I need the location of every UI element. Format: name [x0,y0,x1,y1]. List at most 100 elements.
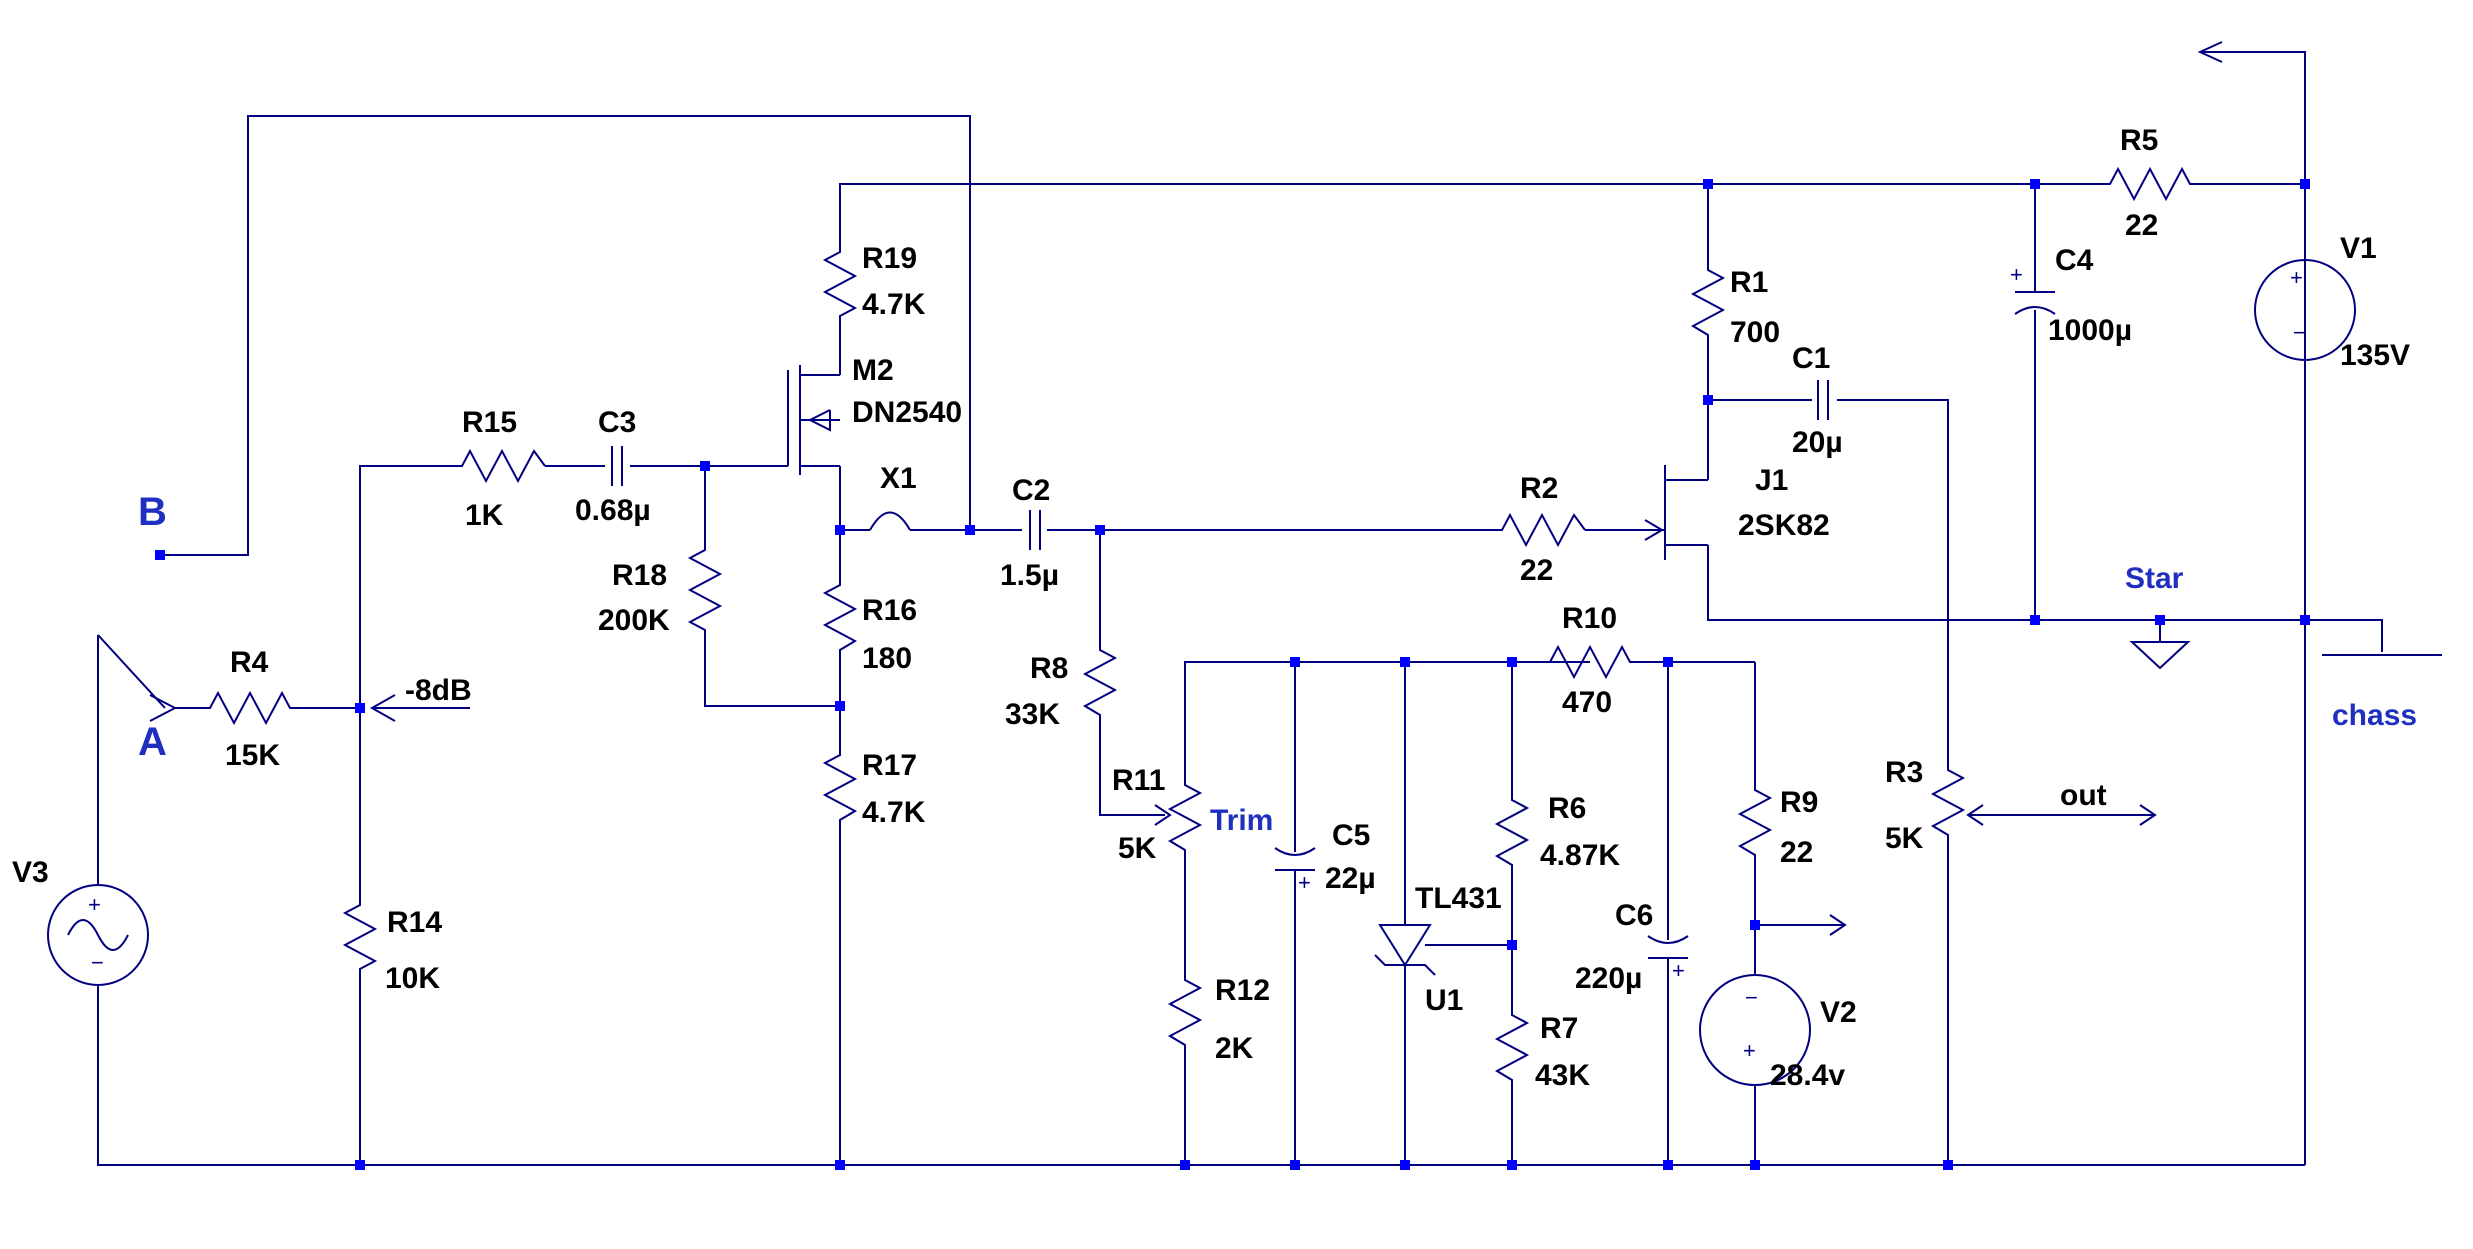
r6-value: 4.87K [1540,839,1620,872]
r3-ref: R3 [1885,756,1923,789]
v2-value: 28.4v [1770,1059,1845,1092]
r3-wiper-arrow [1966,804,1984,826]
ferrite-x1 [869,511,911,531]
r18-value: 200K [598,604,670,637]
wire-r8-wiper [1099,735,1165,816]
r18-ref: R18 [612,559,667,592]
r10-value: 470 [1562,686,1612,719]
junction [1703,395,1713,405]
r9-ref: R9 [1780,786,1818,819]
resistor-r2 [1495,512,1586,548]
x1-ref: X1 [880,462,917,495]
c1-value: 20µ [1792,426,1843,459]
net-label-a: A [138,720,167,764]
wire-chass [2305,619,2383,652]
semiconductors [787,365,1708,976]
junction [965,525,975,535]
junction [2155,615,2165,625]
resistor-r12 [1167,970,1203,1065]
star-ground-icon [2129,641,2191,670]
resistor-r16 [822,575,858,670]
junction [355,703,365,713]
resistor-r4 [175,690,360,726]
resistor-r8 [1082,640,1118,735]
junction [1180,1160,1190,1170]
r12-value: 2K [1215,1032,1254,1065]
r4-ref: R4 [230,646,269,679]
v2-plus-mark: + [1743,1038,1756,1063]
c6-value: 220µ [1575,962,1642,995]
v3-plus-mark: + [88,892,101,917]
r16-ref: R16 [862,594,917,627]
v3-ref: V3 [12,856,49,889]
resistors [175,166,2213,1165]
source-v3-sine [67,919,129,951]
c5-ref: C5 [1332,819,1370,852]
junction [1095,525,1105,535]
wire-v1-top [2200,51,2306,184]
r7-value: 43K [1535,1059,1590,1092]
junction [835,525,845,535]
c6-plus-mark: + [1672,958,1685,983]
r11-wiper-arrow [1154,804,1172,826]
r19-value: 4.7K [862,288,926,321]
junction [1663,1160,1673,1170]
resistor-r3 [1930,760,1966,860]
c2-value: 1.5µ [1000,559,1059,592]
sources [47,259,2356,1086]
c2-ref: C2 [1012,474,1050,507]
resistor-r15 [455,448,546,484]
r1-value: 700 [1730,316,1780,349]
r17-ref: R17 [862,749,917,782]
r14-value: 10K [385,962,440,995]
resistor-r7 [1494,1005,1530,1100]
net-label-b: B [138,490,167,534]
net-labels: B A -8dB Trim Star chass out [138,490,2417,837]
junction [1750,920,1760,930]
junction [2300,615,2310,625]
m2-ref: M2 [852,354,894,387]
r16-value: 180 [862,642,912,675]
junction [1400,657,1410,667]
j1-value: 2SK82 [1738,509,1830,542]
junctions [155,179,2310,1170]
component-labels: R19 4.7K M2 DN2540 R15 1K C3 0.68µ X1 C2… [12,124,2410,1092]
resistor-r18 [687,540,723,640]
resistor-r14 [342,708,378,1165]
junction [1290,1160,1300,1170]
r3-value: 5K [1885,822,1924,855]
r15-ref: R15 [462,406,517,439]
c3-ref: C3 [598,406,636,439]
r9-value: 22 [1780,836,1813,869]
net-label-star: Star [2125,562,2184,595]
u1-ref: U1 [1425,984,1463,1017]
r2-ref: R2 [1520,472,1558,505]
c3-value: 0.68µ [575,494,651,527]
c4-plus-mark: + [2010,262,2023,287]
r6-ref: R6 [1548,792,1586,825]
r7-ref: R7 [1540,1012,1578,1045]
r3-out-arrow [2139,804,2157,826]
junction [2030,179,2040,189]
wire-r11-top [1184,661,1590,775]
shunt-regulator-u1-bar [1374,954,1436,976]
r10-ref: R10 [1562,602,1617,635]
capacitors [611,291,2056,959]
r4-value: 15K [225,739,280,772]
junction [1507,940,1517,950]
v2-minus-mark: − [1745,985,1758,1010]
v2-ref: V2 [1820,996,1857,1029]
wire-j1-source [1707,545,2383,652]
wire-b-net [160,115,971,556]
resistor-r5 [2095,166,2213,202]
junction [835,1160,845,1170]
wire-r15-left [359,465,455,708]
net-label-trim: Trim [1210,804,1273,837]
r5-value: 22 [2125,209,2158,242]
v1-value: 135V [2340,339,2410,372]
r2-value: 22 [1520,554,1553,587]
r14-ref: R14 [387,906,442,939]
r8-ref: R8 [1030,652,1068,685]
junction [1703,179,1713,189]
